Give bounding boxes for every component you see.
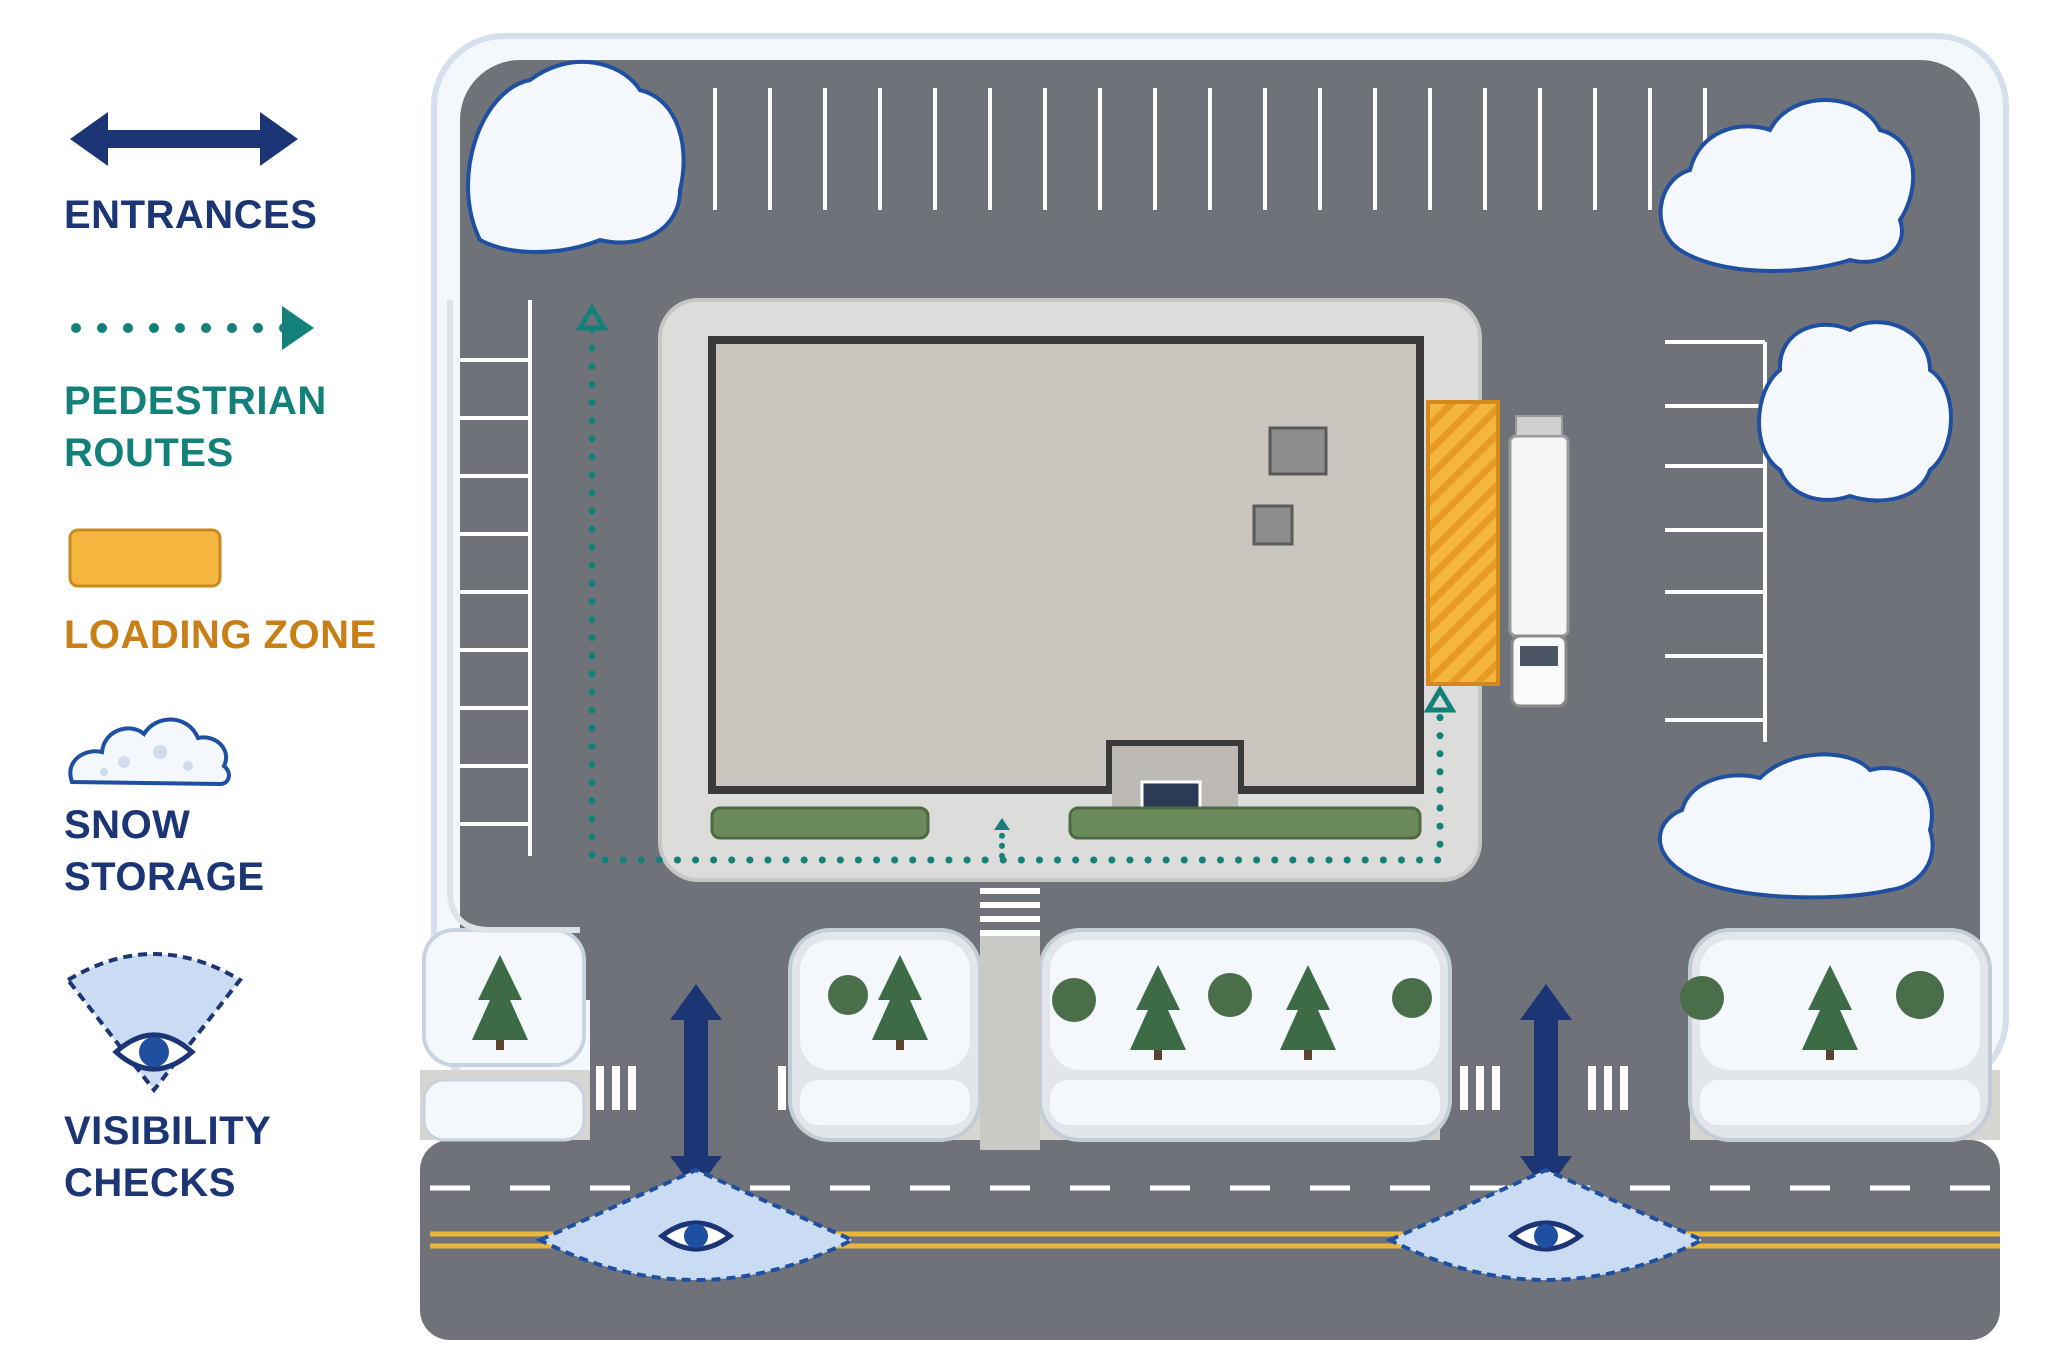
shrub-icon bbox=[1680, 976, 1724, 1020]
shrub-icon bbox=[1052, 978, 1096, 1022]
shrub-icon bbox=[1392, 978, 1432, 1018]
tree-icon bbox=[1802, 965, 1858, 1060]
legend-pedestrian-routes: PEDESTRIAN ROUTES bbox=[64, 300, 327, 479]
snow-pile-icon bbox=[466, 59, 686, 254]
snow-pile-icon bbox=[68, 717, 231, 787]
visibility-check-east bbox=[1385, 1167, 1707, 1282]
snow-pile-icon bbox=[1658, 752, 1935, 900]
entrance-arrow-east bbox=[1520, 984, 1572, 1192]
legend-visibility-line2: CHECKS bbox=[64, 1161, 236, 1205]
shrub-icon bbox=[1208, 973, 1252, 1017]
legend-visibility-checks-label: VISIBILITY CHECKS bbox=[64, 1105, 271, 1209]
double-arrow-icon bbox=[70, 112, 298, 166]
legend-entrances-label: ENTRANCES bbox=[64, 193, 318, 237]
roof-unit-icon bbox=[1252, 504, 1294, 546]
loading-zone bbox=[1426, 400, 1500, 686]
parking-stalls-left bbox=[447, 300, 580, 933]
legend: ENTRANCES PEDESTRIAN ROUTES LOADING ZONE bbox=[0, 0, 420, 1360]
entrance-arrow-west bbox=[670, 984, 722, 1192]
shrub-icon bbox=[828, 975, 868, 1015]
crosswalk-east bbox=[1460, 1066, 1628, 1110]
front-islands bbox=[422, 928, 1992, 1142]
legend-snow-storage: SNOW STORAGE bbox=[64, 700, 265, 903]
legend-pedestrian-line2: ROUTES bbox=[64, 431, 234, 475]
trees bbox=[472, 955, 1944, 1060]
shrub-icon bbox=[1896, 971, 1944, 1019]
site-map bbox=[420, 33, 2009, 1340]
entrance-walkway bbox=[980, 930, 1040, 1150]
dotted-arrow-icon bbox=[71, 306, 314, 350]
legend-entrances: ENTRANCES bbox=[64, 104, 317, 241]
legend-visibility-checks: VISIBILITY CHECKS bbox=[64, 950, 271, 1209]
legend-snow-storage-label: SNOW STORAGE bbox=[64, 799, 265, 903]
tree-icon bbox=[1280, 965, 1336, 1060]
building bbox=[708, 336, 1424, 816]
legend-pedestrian-routes-label: PEDESTRIAN ROUTES bbox=[64, 375, 327, 479]
walkway-crosswalk bbox=[980, 888, 1040, 936]
legend-snow-line1: SNOW bbox=[64, 803, 191, 847]
eye-cone-icon bbox=[65, 952, 243, 1094]
street bbox=[420, 1140, 2000, 1340]
pedestrian-route bbox=[575, 303, 1457, 864]
orange-box-icon bbox=[68, 528, 222, 588]
east-driveway bbox=[1440, 930, 1690, 1160]
visibility-check-west bbox=[535, 1167, 857, 1282]
tree-icon bbox=[872, 955, 928, 1050]
planter-east bbox=[1068, 806, 1422, 840]
legend-visibility-line1: VISIBILITY bbox=[64, 1109, 272, 1153]
parking-stalls-top bbox=[713, 88, 1707, 210]
snow-pile-icon bbox=[1757, 320, 1953, 503]
roof-unit-icon bbox=[1268, 426, 1328, 476]
tree-icon bbox=[472, 955, 528, 1050]
snow-storage-piles bbox=[466, 59, 1953, 900]
legend-pedestrian-line1: PEDESTRIAN bbox=[64, 379, 327, 423]
snow-pile-icon bbox=[1658, 98, 1916, 273]
truck-icon bbox=[1508, 415, 1570, 708]
planter-west bbox=[710, 806, 930, 840]
legend-snow-line2: STORAGE bbox=[64, 855, 265, 899]
tree-icon bbox=[1130, 965, 1186, 1060]
legend-loading-zone-label: LOADING ZONE bbox=[64, 613, 377, 657]
parking-stalls-right bbox=[1665, 340, 1767, 742]
legend-loading-zone: LOADING ZONE bbox=[64, 526, 377, 661]
